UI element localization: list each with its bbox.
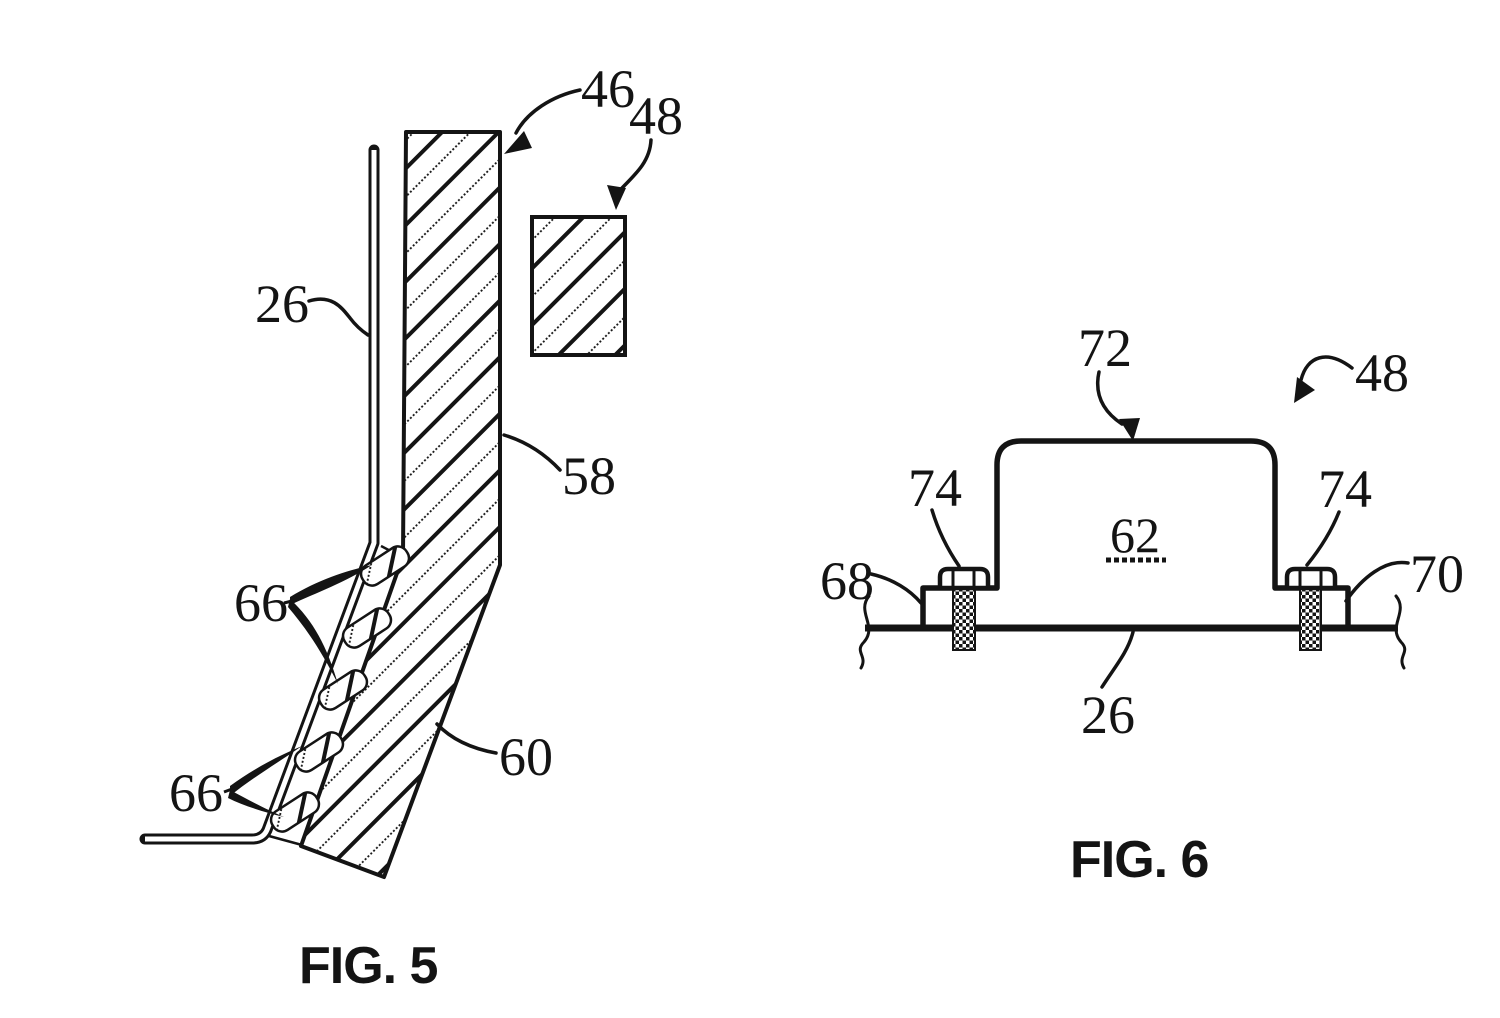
leader-26-fig5 — [307, 297, 370, 337]
leader-66-upper — [283, 565, 372, 684]
label-60: 60 — [499, 727, 553, 787]
arrowhead-48-fig6 — [1294, 377, 1315, 403]
leader-48-fig6 — [1299, 355, 1354, 382]
figure-5: 46 48 26 58 60 66 66 FIG. 5 — [139, 59, 683, 995]
bolt-left-74 — [937, 566, 991, 651]
figure-5-caption: FIG. 5 — [299, 937, 438, 995]
weld-strip-bottom-cap — [268, 834, 303, 847]
bolt-right-shank — [1299, 587, 1322, 651]
label-68: 68 — [820, 551, 874, 611]
leader-66-lower — [223, 746, 302, 817]
leader-46 — [514, 88, 582, 135]
label-26-fig5: 26 — [255, 274, 309, 334]
arrowhead-48-fig5 — [607, 185, 626, 210]
arrowhead-72 — [1119, 418, 1140, 441]
bracket-outline-62 — [920, 438, 1351, 629]
bolt-right-head — [1284, 566, 1338, 591]
leader-60 — [435, 722, 498, 755]
leader-26-fig6 — [1100, 630, 1135, 689]
leader-74-left — [930, 508, 961, 568]
label-62: 62 — [1110, 507, 1160, 563]
figure-6-caption: FIG. 6 — [1070, 831, 1209, 889]
label-58: 58 — [562, 446, 616, 506]
label-74-right: 74 — [1318, 459, 1372, 519]
leader-72 — [1096, 370, 1124, 426]
label-48-fig5: 48 — [629, 86, 683, 146]
bolt-right-74 — [1284, 566, 1338, 651]
label-66-upper: 66 — [234, 573, 288, 633]
panel-sheet-26-core — [145, 150, 377, 842]
weld-beads-66 — [269, 545, 411, 833]
break-squiggle-right — [1394, 594, 1407, 670]
leader-70 — [1344, 560, 1410, 603]
label-26-fig6: 26 — [1081, 685, 1135, 745]
leader-68 — [869, 572, 923, 605]
label-74-left: 74 — [908, 458, 962, 518]
bolt-left-shank — [952, 587, 976, 651]
label-70: 70 — [1410, 544, 1464, 604]
leader-48-fig5 — [620, 138, 653, 190]
figure-6: 72 48 74 74 68 70 62 26 FIG. 6 — [820, 318, 1464, 889]
arrowhead-46 — [504, 131, 532, 154]
label-72: 72 — [1078, 318, 1132, 378]
bolt-left-head — [937, 566, 991, 591]
leader-74-right — [1305, 510, 1341, 567]
label-48-fig6: 48 — [1355, 343, 1409, 403]
hatched-bar-46-60 — [299, 130, 502, 879]
label-46: 46 — [581, 59, 635, 119]
break-squiggle-left — [858, 594, 871, 670]
leader-58 — [502, 433, 562, 472]
hatched-block-48 — [530, 215, 627, 357]
label-66-lower: 66 — [169, 763, 223, 823]
